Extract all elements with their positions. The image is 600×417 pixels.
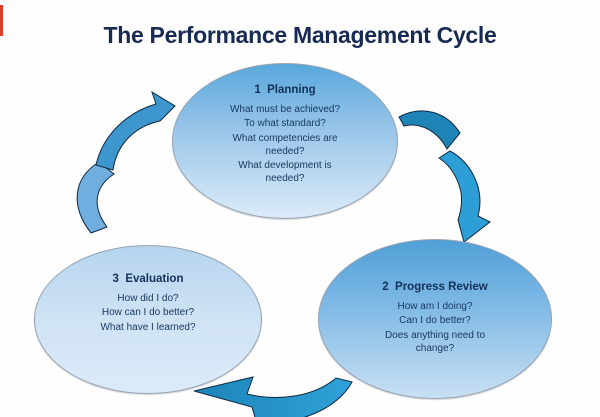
ellipse-planning-heading: 1 Planning bbox=[254, 84, 316, 96]
edge-artifact-red bbox=[0, 5, 3, 36]
ellipse-evaluation-questions: How did I do? How can I do better? What ha… bbox=[100, 290, 195, 335]
question-line: How can I do better? bbox=[101, 307, 195, 318]
arrow-evaluation-to-planning-lower bbox=[76, 161, 115, 234]
ellipse-planning: 1 Planning What must be achieved? To what… bbox=[172, 63, 398, 219]
ellipse-progress-review-questions: How am I doing? Can I do better? Does anyt… bbox=[385, 298, 485, 356]
ellipse-evaluation-heading: 3 Evaluation bbox=[112, 273, 184, 285]
question-line: What development is needed? bbox=[238, 160, 332, 184]
question-line: Does anything need to change? bbox=[384, 329, 486, 354]
question-line: Can I do better? bbox=[399, 315, 471, 326]
arrow-progress-to-evaluation bbox=[193, 376, 353, 417]
page-title: The Performance Management Cycle bbox=[103, 22, 497, 48]
question-line: What have I learned? bbox=[100, 321, 196, 333]
ellipse-progress-review-heading: 2 Progress Review bbox=[382, 281, 488, 293]
question-line: What must be achieved? bbox=[229, 103, 341, 115]
ellipse-progress-review: 2 Progress Review How am I doing? Can I d… bbox=[318, 239, 552, 399]
question-line: How did I do? bbox=[117, 292, 179, 304]
question-line: To what standard? bbox=[244, 118, 326, 129]
ellipse-evaluation: 3 Evaluation How did I do? How can I do b… bbox=[34, 245, 262, 394]
question-line: How am I doing? bbox=[397, 300, 473, 312]
arrow-planning-to-progress-upper bbox=[398, 110, 461, 150]
arrow-planning-to-progress-lower bbox=[438, 150, 491, 243]
question-line: What competencies are needed? bbox=[232, 132, 338, 157]
ellipse-planning-questions: What must be achieved? To what standard? W… bbox=[230, 101, 340, 187]
arrow-evaluation-to-planning-upper bbox=[95, 90, 176, 171]
